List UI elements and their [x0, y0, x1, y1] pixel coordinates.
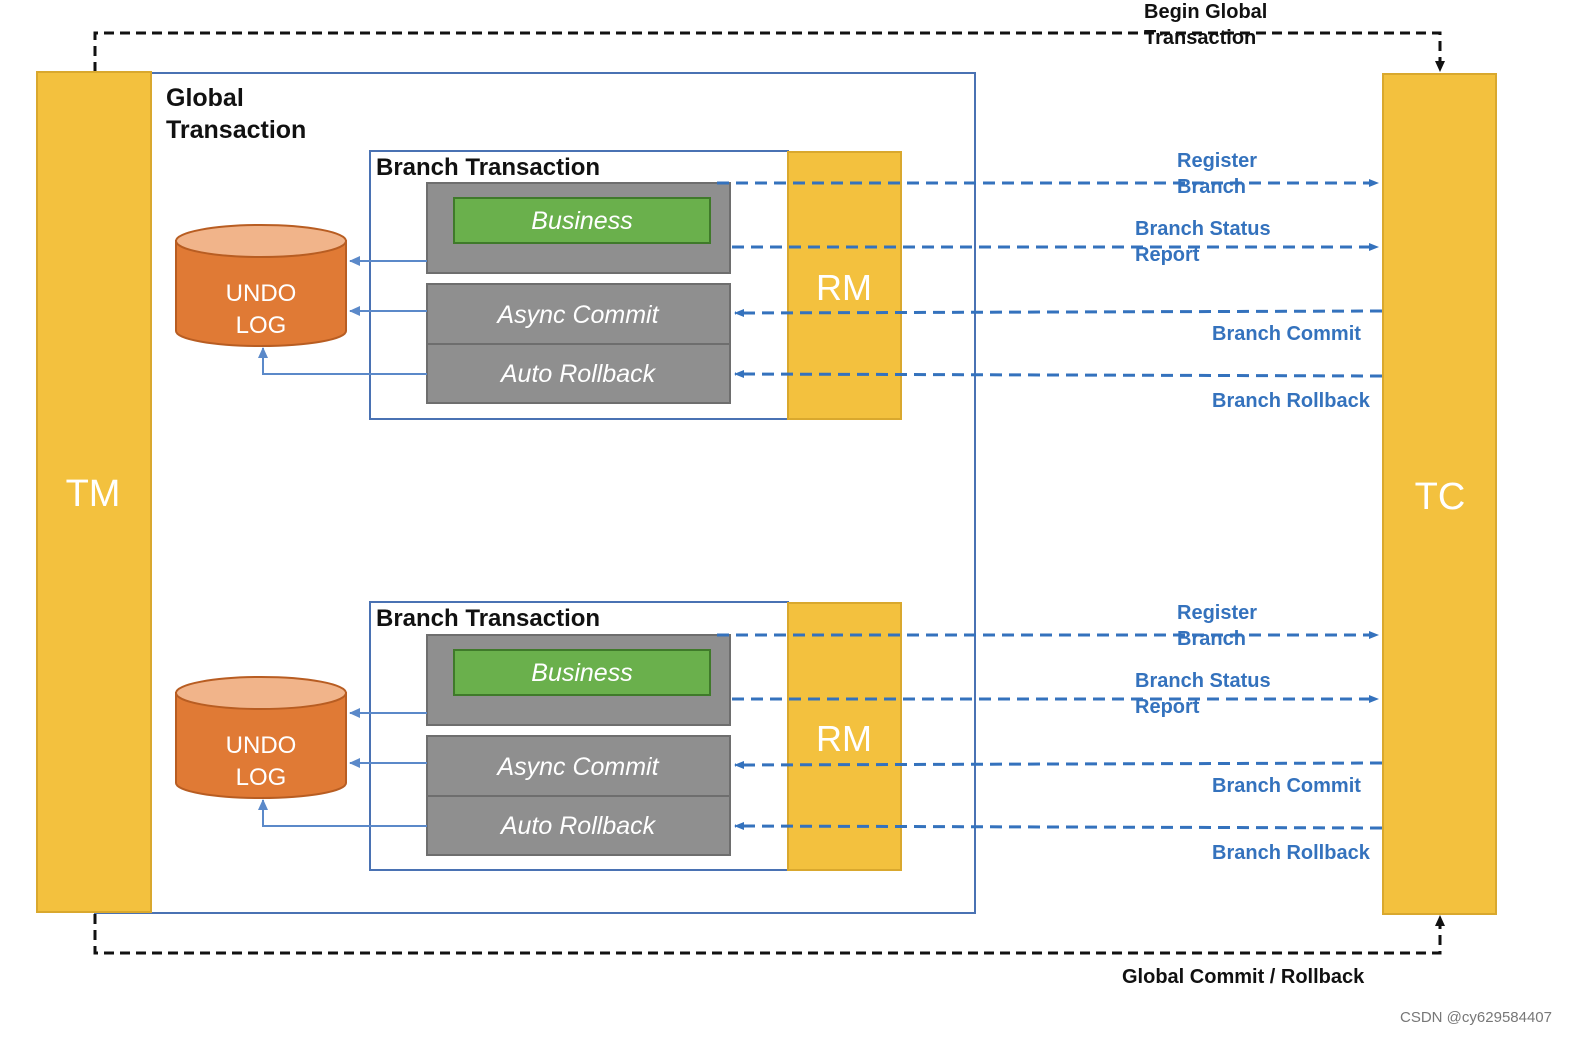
undo-log-label: LOG: [236, 312, 287, 339]
undo-log-label: LOG: [236, 764, 287, 791]
branch-rollback-label: Branch Rollback: [1212, 390, 1371, 412]
rm-label: RM: [816, 267, 872, 308]
register-branch-label: Register: [1177, 602, 1257, 624]
business-label: Business: [531, 207, 632, 235]
rm-label: RM: [816, 718, 872, 759]
begin-global-connector: [93, 31, 1445, 72]
async-commit-label: Async Commit: [495, 301, 659, 329]
auto-rollback-label: Auto Rollback: [499, 812, 657, 840]
undo-log-label: UNDO: [226, 280, 297, 307]
business-box: [453, 197, 711, 244]
tc-bar: [1382, 73, 1497, 915]
undo-log-cylinder: [175, 240, 347, 347]
auto-rollback-to-undo-arrow: [258, 799, 427, 827]
undo-log-cylinder-top: [175, 224, 347, 258]
global-transaction-title: Transaction: [166, 116, 306, 144]
branch-status-label: Report: [1135, 696, 1200, 718]
branch-transaction-1: Branch Transaction Business Async Commit…: [175, 150, 1383, 420]
undo-log-cylinder: [175, 692, 347, 799]
tm-bar: [36, 71, 152, 913]
auto-rollback-label: Auto Rollback: [499, 360, 657, 388]
global-commit-connector: [93, 914, 1445, 955]
tc-label: TC: [1415, 476, 1466, 518]
auto-rollback-box: [426, 795, 731, 856]
branch-transaction-2: Branch Transaction Business Async Commit…: [175, 601, 1383, 871]
register-branch-label: Branch: [1177, 628, 1246, 650]
undo-log-cylinder-top: [175, 676, 347, 710]
branch-commit-arrow: [734, 760, 1383, 769]
global-commit-label: Global Commit / Rollback: [1122, 966, 1365, 988]
branch-title: Branch Transaction: [376, 605, 600, 632]
watermark: CSDN @cy629584407: [1400, 1009, 1552, 1026]
branch-status-label: Branch Status: [1135, 218, 1271, 240]
begin-global-label: Transaction: [1144, 27, 1256, 49]
begin-global-label: Begin Global: [1144, 1, 1267, 23]
branch-title: Branch Transaction: [376, 154, 600, 181]
branch-rollback-label: Branch Rollback: [1212, 842, 1371, 864]
tm-label: TM: [66, 473, 121, 515]
async-commit-box: [426, 283, 731, 345]
register-branch-label: Branch: [1177, 176, 1246, 198]
global-transaction-title: Global: [166, 84, 244, 112]
async-commit-box: [426, 735, 731, 797]
business-label: Business: [531, 659, 632, 687]
branch-commit-arrow: [734, 308, 1383, 317]
branch-status-label: Branch Status: [1135, 670, 1271, 692]
async-commit-label: Async Commit: [495, 753, 659, 781]
undo-log-label: UNDO: [226, 732, 297, 759]
branch-rollback-arrow: [734, 370, 1383, 379]
business-box: [453, 649, 711, 696]
auto-rollback-to-undo-arrow: [258, 347, 427, 375]
auto-rollback-box: [426, 343, 731, 404]
branch-status-label: Report: [1135, 244, 1200, 266]
register-branch-label: Register: [1177, 150, 1257, 172]
branch-rollback-arrow: [734, 822, 1383, 831]
branch-commit-label: Branch Commit: [1212, 323, 1361, 345]
branch-commit-label: Branch Commit: [1212, 775, 1361, 797]
